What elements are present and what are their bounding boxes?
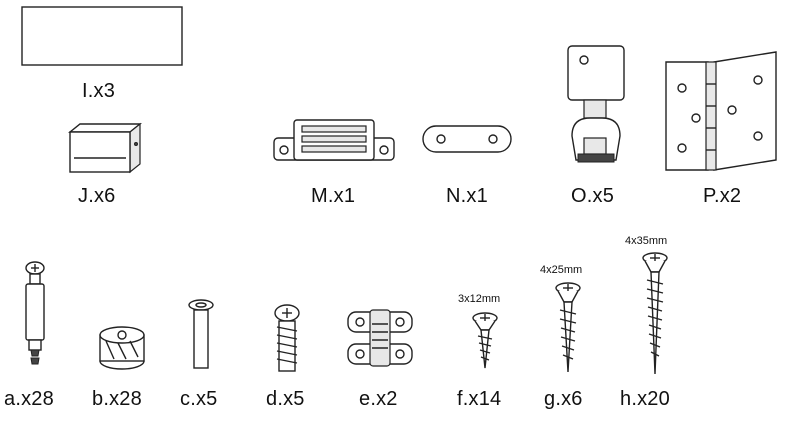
hardware-f-size: 3x12mm — [458, 293, 501, 305]
hardware-g-label: g.x6 — [544, 388, 583, 410]
part-i-label: I.x3 — [82, 80, 116, 102]
hardware-h-label: h.x20 — [620, 388, 670, 410]
hardware-a-label: a.x28 — [4, 388, 54, 410]
part-o-label: O.x5 — [571, 185, 615, 207]
hardware-g-size: 4x25mm — [540, 264, 583, 276]
hardware-b-cam-lock-icon — [99, 326, 145, 370]
hardware-f-wood-screw-icon — [472, 312, 498, 369]
hardware-h-size: 4x35mm — [625, 235, 668, 247]
hardware-h-wood-screw-icon — [642, 252, 668, 375]
part-n-label: N.x1 — [446, 185, 488, 207]
hardware-c-dowel-pin-icon — [188, 299, 214, 369]
hardware-f-label: f.x14 — [457, 388, 502, 410]
part-o-shelf-support-icon — [567, 45, 625, 163]
part-p-label: P.x2 — [703, 185, 742, 207]
part-p-hinge-icon — [665, 51, 777, 171]
hardware-e-label: e.x2 — [359, 388, 398, 410]
hardware-g-wood-screw-icon — [555, 282, 581, 373]
hardware-d-screw-icon — [274, 304, 300, 372]
part-j-block-icon — [68, 122, 142, 174]
hardware-b-label: b.x28 — [92, 388, 142, 410]
hardware-c-label: c.x5 — [180, 388, 218, 410]
hardware-d-label: d.x5 — [266, 388, 305, 410]
part-i-panel-icon — [21, 6, 183, 66]
hardware-a-cam-dowel-icon — [25, 261, 45, 365]
part-j-label: J.x6 — [78, 185, 116, 207]
part-n-strike-plate-icon — [422, 125, 512, 153]
part-m-magnetic-catch-icon — [273, 119, 395, 161]
hardware-e-concealed-hinge-icon — [347, 309, 413, 367]
part-m-label: M.x1 — [311, 185, 356, 207]
